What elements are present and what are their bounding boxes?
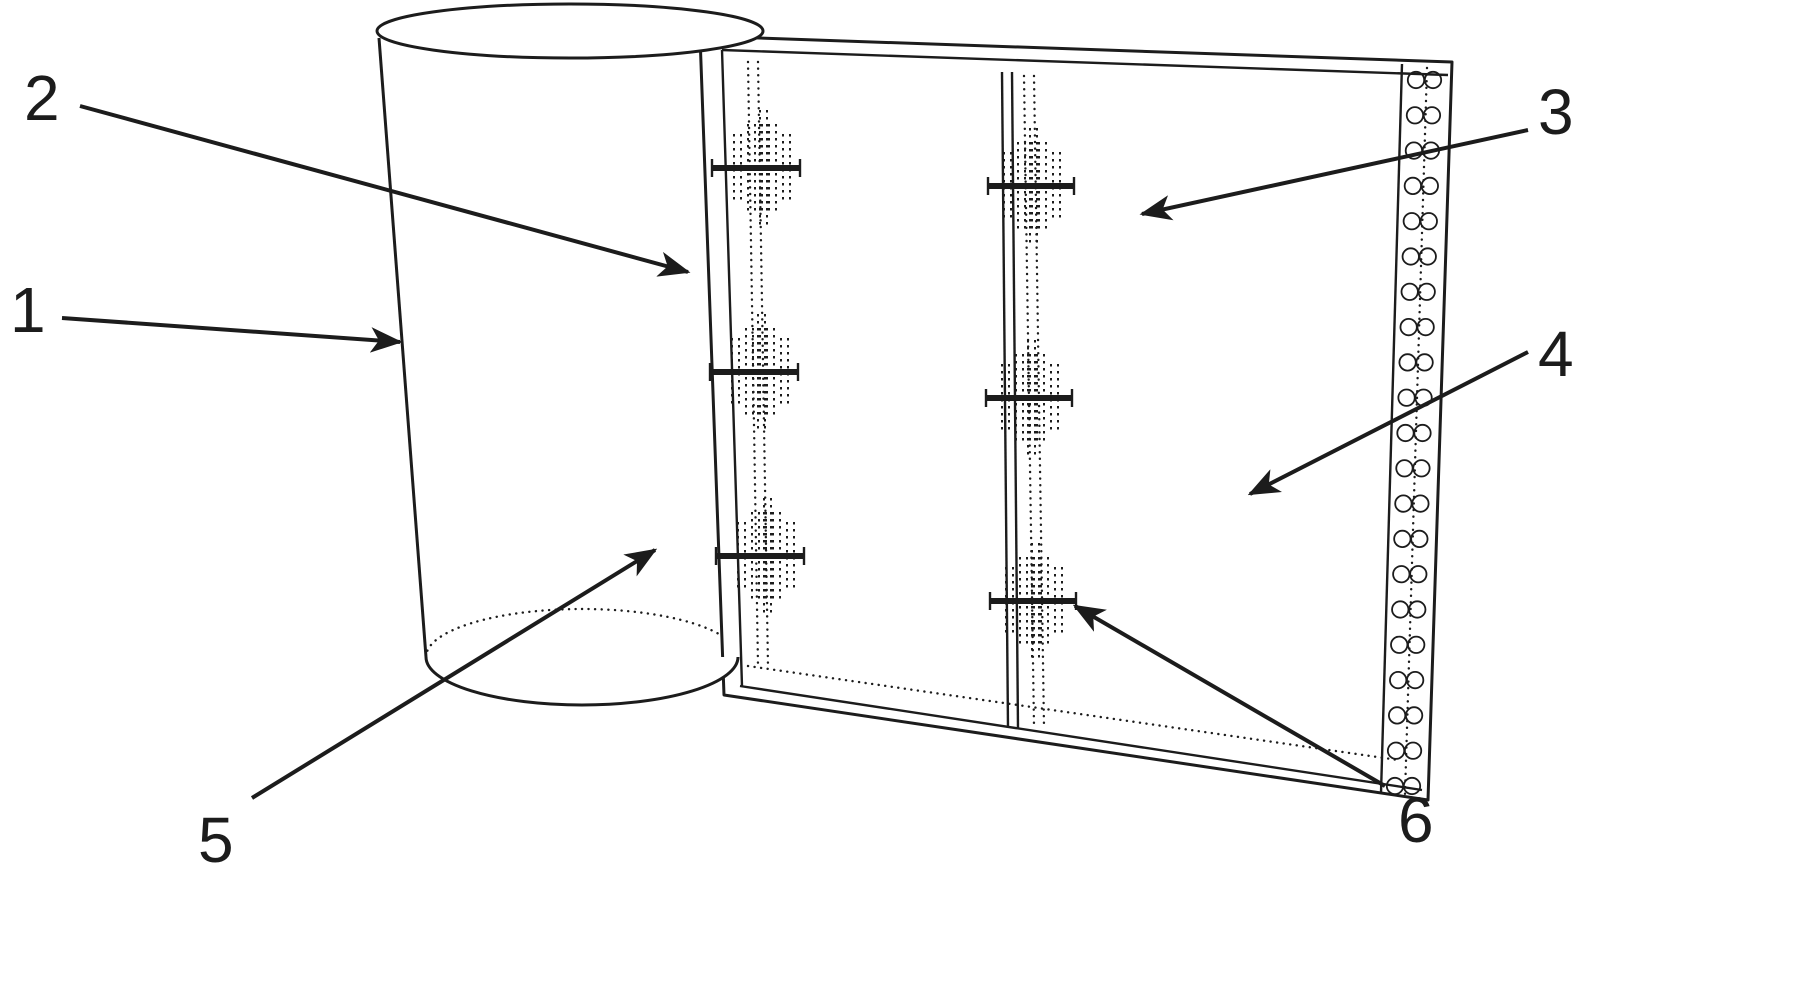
edge-circle: [1417, 282, 1436, 301]
edge-circle: [1416, 317, 1435, 337]
panel1-seam-dotted-line-b: [756, 60, 770, 669]
callout-arrow-2: [79, 104, 691, 277]
callout-label-5: 5: [198, 804, 234, 876]
callout-label-4: 4: [1538, 318, 1574, 390]
edge-circle: [1405, 706, 1424, 725]
callout-arrow-4: [1247, 350, 1529, 496]
panel2-fasteners: [984, 128, 1078, 659]
wall-bottom-inner-line: [739, 684, 1423, 792]
edge-circle: [1413, 423, 1432, 443]
edge-circle: [1420, 176, 1439, 195]
edge-circle: [1408, 600, 1427, 619]
callout-arrow-3: [1139, 128, 1529, 221]
callout-label-1: 1: [10, 274, 46, 346]
edge-column-dotted-line: [1403, 66, 1429, 796]
edge-circle: [1409, 565, 1428, 584]
wall-structure: [698, 34, 1454, 802]
cylinder-top-ellipse: [375, 2, 765, 60]
callout-arrow-1: [61, 316, 403, 353]
wall-outline: [698, 34, 1454, 802]
callout-label-2: 2: [24, 62, 60, 134]
edge-circle: [1423, 70, 1443, 90]
cylinder-front-overlay: [375, 2, 765, 707]
edge-circle: [1415, 353, 1434, 372]
wall-bottom-back-dotted-line: [746, 664, 1400, 762]
edge-circle: [1407, 635, 1426, 654]
edge-circle: [1411, 494, 1430, 513]
wall-top-inner-line: [721, 48, 1449, 77]
cylinder-body-fill: [378, 38, 763, 705]
callout-arrow-5: [250, 548, 658, 800]
edge-circle: [1419, 212, 1438, 231]
edge-circle: [1410, 529, 1429, 549]
edge-circle: [1422, 106, 1442, 125]
edge-circle: [1402, 776, 1422, 796]
callout-arrow-6: [1072, 604, 1387, 788]
callout-label-6: 6: [1398, 784, 1434, 856]
edge-column-inner-line: [1379, 63, 1404, 794]
edge-circle: [1406, 670, 1425, 690]
cylinder-base-cap-fill: [426, 657, 738, 705]
edge-circle: [1412, 459, 1431, 478]
callouts: 1 2 3 4 5 6: [10, 62, 1574, 876]
panel1-fasteners: [708, 110, 806, 614]
cylinder-base-back-dotted-arc: [424, 607, 740, 659]
panel2-seam-dotted-line-a: [1022, 74, 1036, 728]
edge-circle: [1403, 741, 1423, 760]
edge-circle-column: [1385, 70, 1443, 796]
callout-label-3: 3: [1538, 76, 1574, 148]
edge-circle: [1418, 247, 1437, 266]
